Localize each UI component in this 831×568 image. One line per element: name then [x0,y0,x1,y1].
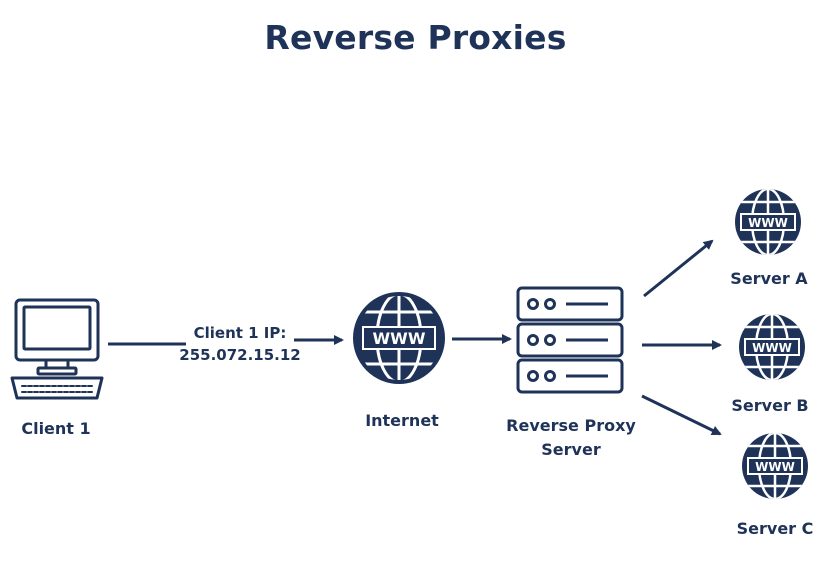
edge-label-line2: 255.072.15.12 [179,346,301,364]
server-b-label: Server B [731,396,809,415]
server-stack-icon [516,286,624,394]
edge-label-line1: Client 1 IP: [193,324,287,342]
proxy-label-line1: Reverse Proxy [506,416,636,435]
proxy-label: Reverse Proxy Server [496,414,646,462]
proxy-label-line2: Server [541,440,601,459]
client-label: Client 1 [21,419,91,438]
edge-label-client-ip: Client 1 IP: 255.072.15.12 [172,322,308,366]
computer-icon [10,298,104,400]
globe-www-text: WWW [373,329,426,348]
internet-label: Internet [365,411,439,430]
server-c-label: Server C [736,519,814,538]
server-c-www-text: WWW [755,460,795,474]
server-a-www-text: WWW [748,216,788,230]
server-b-www-text: WWW [752,341,792,355]
server-a-globe-icon: WWW [735,189,801,255]
edge-proxy-to-server-a [643,239,714,298]
server-c-globe-icon: WWW [742,433,808,499]
server-b-globe-icon: WWW [739,314,805,380]
edge-client-to-internet [108,335,344,346]
globe-icon: WWW [353,292,445,384]
server-a-label: Server A [730,269,808,288]
edge-proxy-to-server-c [641,394,722,436]
diagram-title: Reverse Proxies [264,18,567,57]
